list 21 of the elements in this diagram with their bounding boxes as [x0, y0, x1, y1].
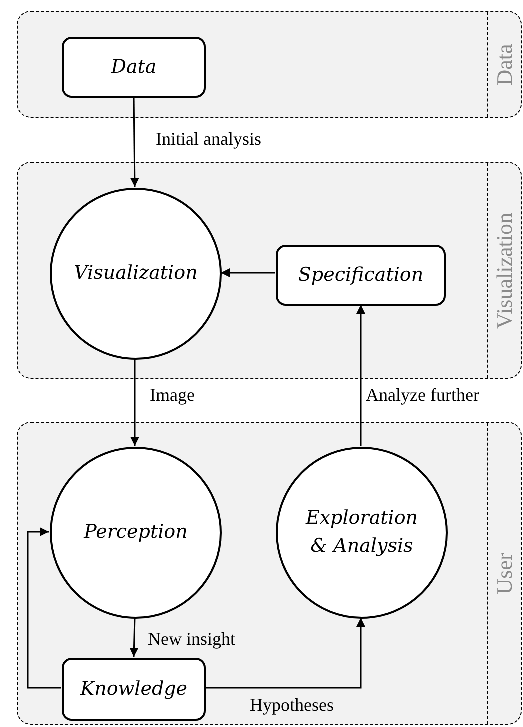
lane-label: Data — [494, 44, 516, 86]
lane-label: Visualization — [494, 212, 516, 328]
swimlane-band — [17, 11, 522, 118]
arrow — [130, 618, 139, 658]
swimlane-band — [17, 422, 522, 725]
arrow — [27, 528, 61, 689]
edge-label: Image — [150, 384, 195, 406]
swimlane-band — [17, 162, 522, 379]
edge-label: Hypotheses — [250, 694, 334, 716]
process-box: Specification — [276, 245, 446, 306]
arrow — [356, 305, 366, 446]
arrow — [130, 97, 140, 187]
edge-label: New insight — [148, 628, 236, 650]
process-box: Data — [62, 37, 206, 98]
process-box: Knowledge — [62, 658, 206, 721]
arrow — [130, 359, 140, 446]
arrow — [221, 268, 275, 278]
edge-label: Initial analysis — [156, 128, 262, 150]
arrow — [205, 618, 366, 689]
edge-label: Analyze further — [366, 384, 480, 406]
lane-label: User — [494, 552, 516, 594]
